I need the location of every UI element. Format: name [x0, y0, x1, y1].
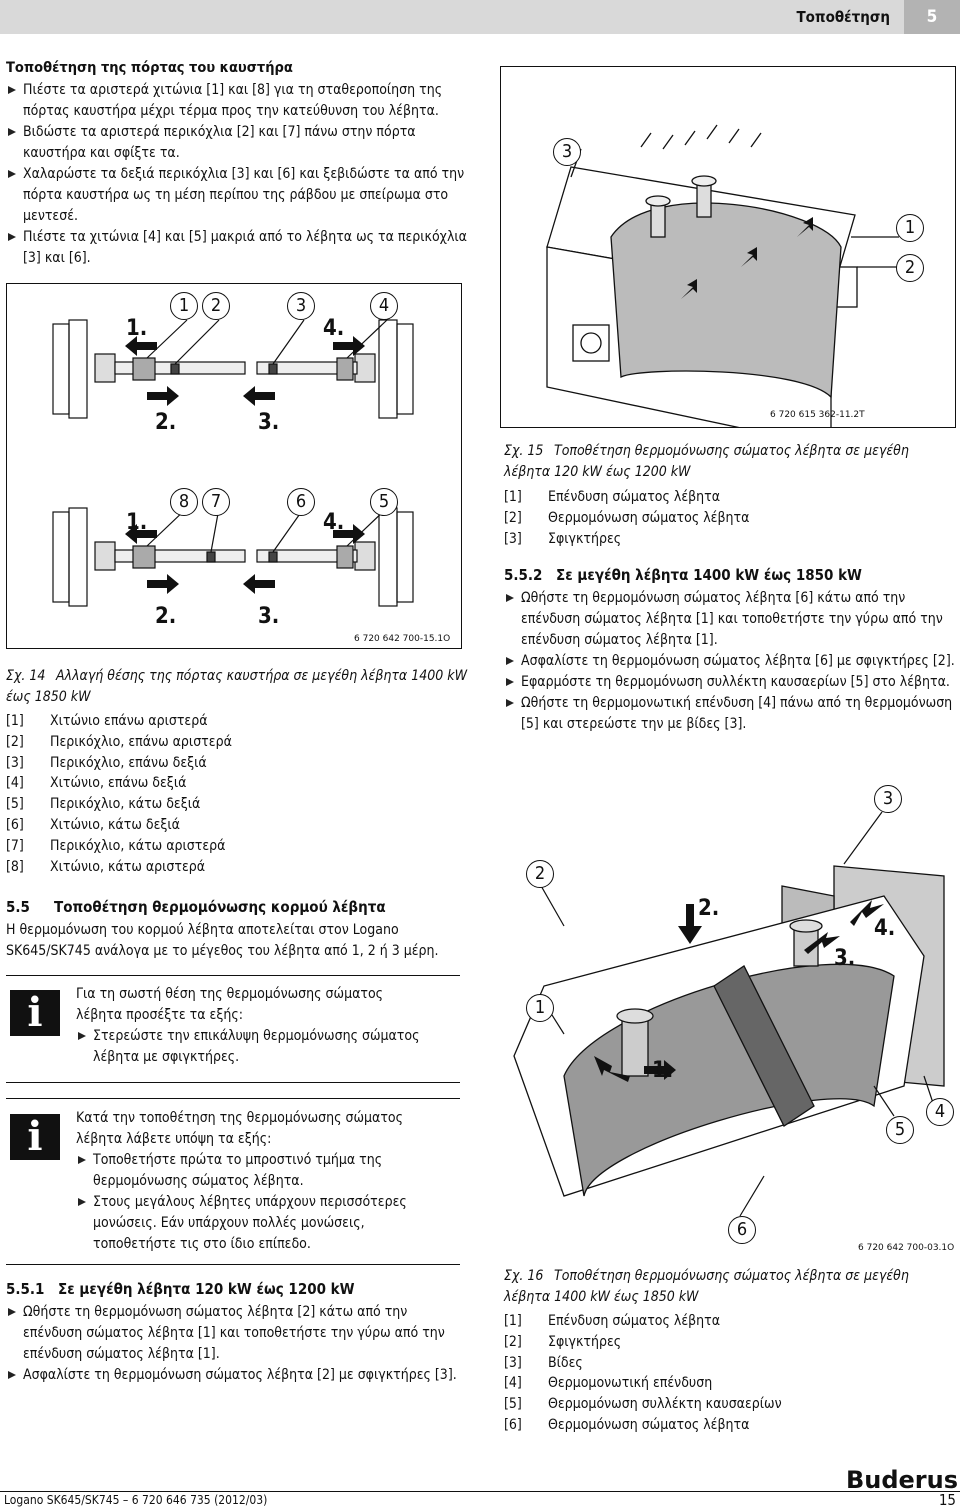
legend-item: [8]Χιτώνιο, κάτω αριστερά: [6, 858, 206, 875]
page-header: [0, 0, 960, 34]
step-label: 2.: [698, 896, 720, 921]
figure-code: 6 720 642 700-03.1O: [858, 1243, 955, 1253]
legend-item: [2]Περικόχλιο, επάνω αριστερά: [6, 733, 232, 750]
legend-item: [3]Περικόχλιο, επάνω δεξιά: [6, 754, 207, 771]
legend-item: [7]Περικόχλιο, κάτω αριστερά: [6, 837, 226, 854]
callout-1: 1: [170, 292, 198, 320]
legend-item: [3]Βίδες: [504, 1354, 583, 1371]
section-title: Τοποθέτηση: [796, 8, 890, 26]
step-label: 2.: [155, 604, 177, 629]
legend-item: [2]Θερμομόνωση σώματος λέβητα: [504, 509, 750, 526]
legend-item: [3]Σφιγκτήρες: [504, 530, 622, 547]
section-steps: Ωθήστε τη θερμομόνωση σώματος λέβητα [6]…: [504, 588, 960, 735]
legend-item: [1]Επένδυση σώματος λέβητα: [504, 1313, 721, 1329]
figure-legend: [1]Επένδυση σώματος λέβητα [2]Σφιγκτήρες…: [504, 1311, 954, 1436]
legend-item: [6]Θερμομόνωση σώματος λέβητα: [504, 1416, 750, 1433]
callout-1: 1: [896, 214, 924, 242]
callout-4: 4: [370, 292, 398, 320]
section-steps: Ωθήστε τη θερμομόνωση σώματος λέβητα [2]…: [6, 1302, 468, 1386]
step-label: 3.: [258, 604, 280, 629]
figure-14: [6, 283, 462, 649]
step-item: Βιδώστε τα αριστερά περικόχλια [2] και […: [6, 122, 468, 164]
step-label: 4.: [323, 510, 345, 535]
divider: [6, 975, 460, 976]
step-label: 4.: [874, 916, 896, 941]
chapter-number: 5: [904, 0, 960, 34]
callout-2: 2: [526, 860, 554, 888]
divider: [6, 1264, 460, 1265]
callout-5: 5: [886, 1116, 914, 1144]
callout-8: 8: [170, 488, 198, 516]
info-note: Κατά την τοποθέτηση της θερμομόνωσης σώμ…: [76, 1108, 426, 1255]
large-boiler-insulation-diagram: [513, 811, 945, 1217]
step-label: 4.: [323, 316, 345, 341]
step-label: 3.: [834, 946, 856, 971]
legend-item: [2]Σφιγκτήρες: [504, 1333, 622, 1350]
info-icon: i: [10, 990, 60, 1036]
door-title: Τοποθέτηση της πόρτας του καυστήρα: [6, 60, 293, 76]
section-text: Η θερμομόνωση του κορμού λέβητα αποτελεί…: [6, 922, 439, 959]
footer-doc: Logano SK645/SK745 – 6 720 646 735 (2012…: [4, 1493, 268, 1507]
legend-item: [5]Θερμομόνωση συλλέκτη καυσαερίων: [504, 1396, 782, 1413]
callout-3: 3: [553, 138, 581, 166]
figure-code: 6 720 642 700-15.1O: [354, 634, 451, 644]
step-item: Πιέστε τα αριστερά χιτώνια [1] και [8] γ…: [6, 80, 468, 122]
figure-16: [504, 776, 956, 1258]
callout-2: 2: [896, 254, 924, 282]
step-item: Πιέστε τα χιτώνια [4] και [5] μακριά από…: [6, 227, 468, 269]
step-label: 2.: [155, 410, 177, 435]
step-item: Χαλαρώστε τα δεξιά περικόχλια [3] και [6…: [6, 164, 468, 227]
callout-6: 6: [287, 488, 315, 516]
legend-item: [4]Θερμομονωτική επένδυση: [504, 1375, 713, 1392]
footer-page-number: 15: [938, 1491, 956, 1509]
step-label: 3.: [258, 410, 280, 435]
callout-3: 3: [287, 292, 315, 320]
step-label: 1.: [652, 1058, 674, 1083]
info-icon: i: [10, 1114, 60, 1160]
boiler-insulation-diagram: [546, 124, 899, 448]
legend-item: [1]Επένδυση σώματος λέβητα: [504, 489, 721, 505]
footer-rule: [0, 1491, 960, 1492]
brand-logo: Buderus: [845, 1466, 958, 1494]
figure-legend: [1]Χιτώνιο επάνω αριστερά [2]Περικόχλιο,…: [6, 711, 468, 877]
legend-item: [6]Χιτώνιο, κάτω δεξιά: [6, 816, 180, 833]
callout-2: 2: [202, 292, 230, 320]
figure-15: [500, 66, 956, 448]
figure-legend: [1]Επένδυση σώματος λέβητα [2]Θερμομόνωσ…: [504, 487, 954, 549]
callout-7: 7: [202, 488, 230, 516]
step-label: 1.: [126, 316, 148, 341]
callout-4: 4: [926, 1098, 954, 1126]
legend-item: [4]Χιτώνιο, επάνω δεξιά: [6, 775, 187, 792]
callout-5: 5: [370, 488, 398, 516]
divider: [6, 1082, 460, 1083]
callout-3: 3: [874, 785, 902, 813]
door-steps: Πιέστε τα αριστερά χιτώνια [1] και [8] γ…: [6, 80, 468, 269]
callout-6: 6: [728, 1216, 756, 1244]
step-label: 1.: [126, 510, 148, 535]
divider: [6, 1098, 460, 1099]
legend-item: [5]Περικόχλιο, κάτω δεξιά: [6, 796, 201, 813]
figure-code: 6 720 615 362-11.2T: [770, 410, 865, 420]
legend-item: [1]Χιτώνιο επάνω αριστερά: [6, 713, 208, 729]
hinge-diagram: [52, 319, 414, 607]
info-note: Για τη σωστή θέση της θερμομόνωσης σώματ…: [76, 984, 426, 1068]
callout-1: 1: [526, 994, 554, 1022]
